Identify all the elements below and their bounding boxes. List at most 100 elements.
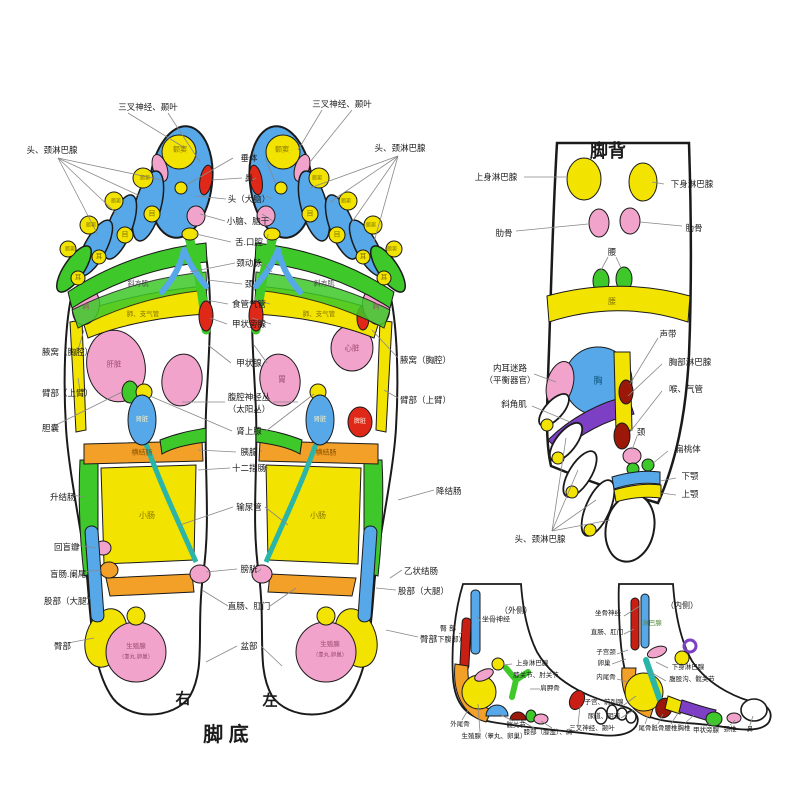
dorsum-label-6-leader [629, 337, 659, 385]
sole-label-9-leader [79, 569, 103, 573]
dorsum-label-5-leader [599, 256, 609, 273]
zone-stomach [161, 353, 203, 407]
sole-label-13-leader [383, 389, 399, 399]
sole-label-2-leader [57, 157, 163, 181]
zone-sciatic-bar [640, 593, 650, 649]
zone-parathyroid [248, 300, 264, 332]
zone-lymph-sm [674, 650, 690, 666]
sole-label-3-leader [329, 155, 399, 203]
zone-carotid-fork [159, 247, 209, 295]
sole-label-6-leader [55, 391, 123, 426]
sole-label-7-leader [71, 494, 85, 498]
sole-label-32-leader [259, 467, 269, 471]
dorsum-label-12-leader [631, 435, 638, 451]
lateral-label-1-leader [476, 615, 482, 623]
zone-urethra-line [643, 657, 665, 709]
zone-sigmoid-colon [267, 573, 357, 597]
medial-foot [617, 583, 772, 731]
sole-label-25-leader [255, 299, 271, 305]
zone-rib-left [588, 208, 610, 238]
sole-label-30-leader [149, 395, 233, 432]
zone-pituitary [274, 181, 288, 195]
sole-label-25-leader [205, 299, 229, 305]
zone-rib-right [619, 207, 641, 235]
zone-bladder [251, 564, 273, 584]
sole-label-22-leader [266, 233, 269, 243]
zone-cecum-appendix [99, 561, 119, 579]
lateral-toes [594, 704, 637, 725]
zone-lower-lymph [628, 162, 658, 202]
sole-label-3-leader [309, 155, 399, 189]
zone-neck-sm [622, 447, 642, 465]
dorsum-label-14-leader [659, 477, 677, 482]
zone-kidney [305, 394, 335, 446]
sole-label-19-leader [211, 177, 243, 181]
sole-label-15-leader [389, 569, 403, 579]
medial-label-11-leader [644, 715, 649, 725]
zone-waist-band [546, 285, 691, 323]
zone-pituitary [174, 181, 188, 195]
zone-tonsil-right [641, 458, 655, 472]
sole-label-24-leader [207, 279, 243, 285]
zone-gonad-dot [126, 606, 146, 626]
sole-label-18-leader [264, 157, 277, 185]
medial-label-10-leader [651, 672, 667, 682]
zone-crescent-pink [646, 645, 668, 659]
sole-label-26-leader [209, 317, 228, 325]
sole-label-0-leader [127, 112, 186, 149]
leader-lines [55, 109, 754, 733]
toe-5 [56, 240, 92, 293]
lateral-label-9-leader [498, 713, 514, 722]
medial-label-7-leader [620, 709, 635, 719]
toe-2 [297, 167, 331, 242]
lateral-label-3-leader [458, 631, 463, 635]
sole-label-24-leader [253, 279, 257, 285]
zone-cerebellum [186, 205, 206, 227]
lateral-label-11-leader [577, 705, 581, 726]
dorsum-label-10-leader [627, 363, 663, 397]
zone-nose [199, 164, 213, 196]
sole-label-21-leader [199, 213, 226, 222]
zone-pancreas [159, 427, 207, 455]
sole-label-14-leader [397, 489, 435, 501]
sole-label-11-leader [67, 637, 95, 644]
sole-label-12-leader [371, 329, 399, 359]
medial-label-5-leader [616, 678, 629, 683]
zone-knee-dome [509, 711, 527, 721]
zone-hip-dome [485, 704, 509, 717]
medial-label-12-leader [657, 713, 664, 725]
zone-pancreas [255, 427, 303, 455]
toe-5 [370, 240, 406, 293]
foot-outline [451, 583, 639, 737]
dorsum-label-16-leader [551, 437, 567, 532]
zone-trapezius-band [254, 271, 391, 329]
zone-upper-lymph [566, 157, 602, 201]
zone-tongue-mouth [181, 227, 199, 241]
zone-gonad [105, 621, 167, 683]
toe-3 [102, 191, 138, 260]
sole-label-21-leader [261, 213, 274, 222]
sole-label-3-leader [373, 155, 399, 243]
sole-label-20-leader [265, 195, 273, 200]
zone-gonad [295, 621, 357, 683]
zone-shoulder-sm [533, 713, 549, 725]
zone-parathyroid [198, 300, 214, 332]
sole-label-32-leader [197, 467, 231, 471]
medial-label-17-leader [749, 715, 754, 726]
sole-label-35-leader [201, 589, 229, 607]
lateral-label-7-leader [461, 709, 469, 721]
zone-carotid-fork [253, 247, 303, 295]
zone-rectum-bar [630, 597, 640, 651]
lateral-label-4-leader [502, 663, 513, 666]
lateral-label-10-leader [540, 720, 553, 729]
sole-label-36-leader [260, 645, 283, 667]
medial-label-4-leader [611, 658, 627, 665]
zone-ureter [143, 443, 199, 563]
medial-label-3-leader [616, 649, 629, 655]
sole-right-foot [56, 125, 214, 716]
zone-small-intestine [100, 464, 197, 565]
sole-label-33-leader [264, 506, 289, 526]
sole-label-30-leader [265, 393, 315, 432]
lateral-label-8-leader [477, 703, 481, 733]
